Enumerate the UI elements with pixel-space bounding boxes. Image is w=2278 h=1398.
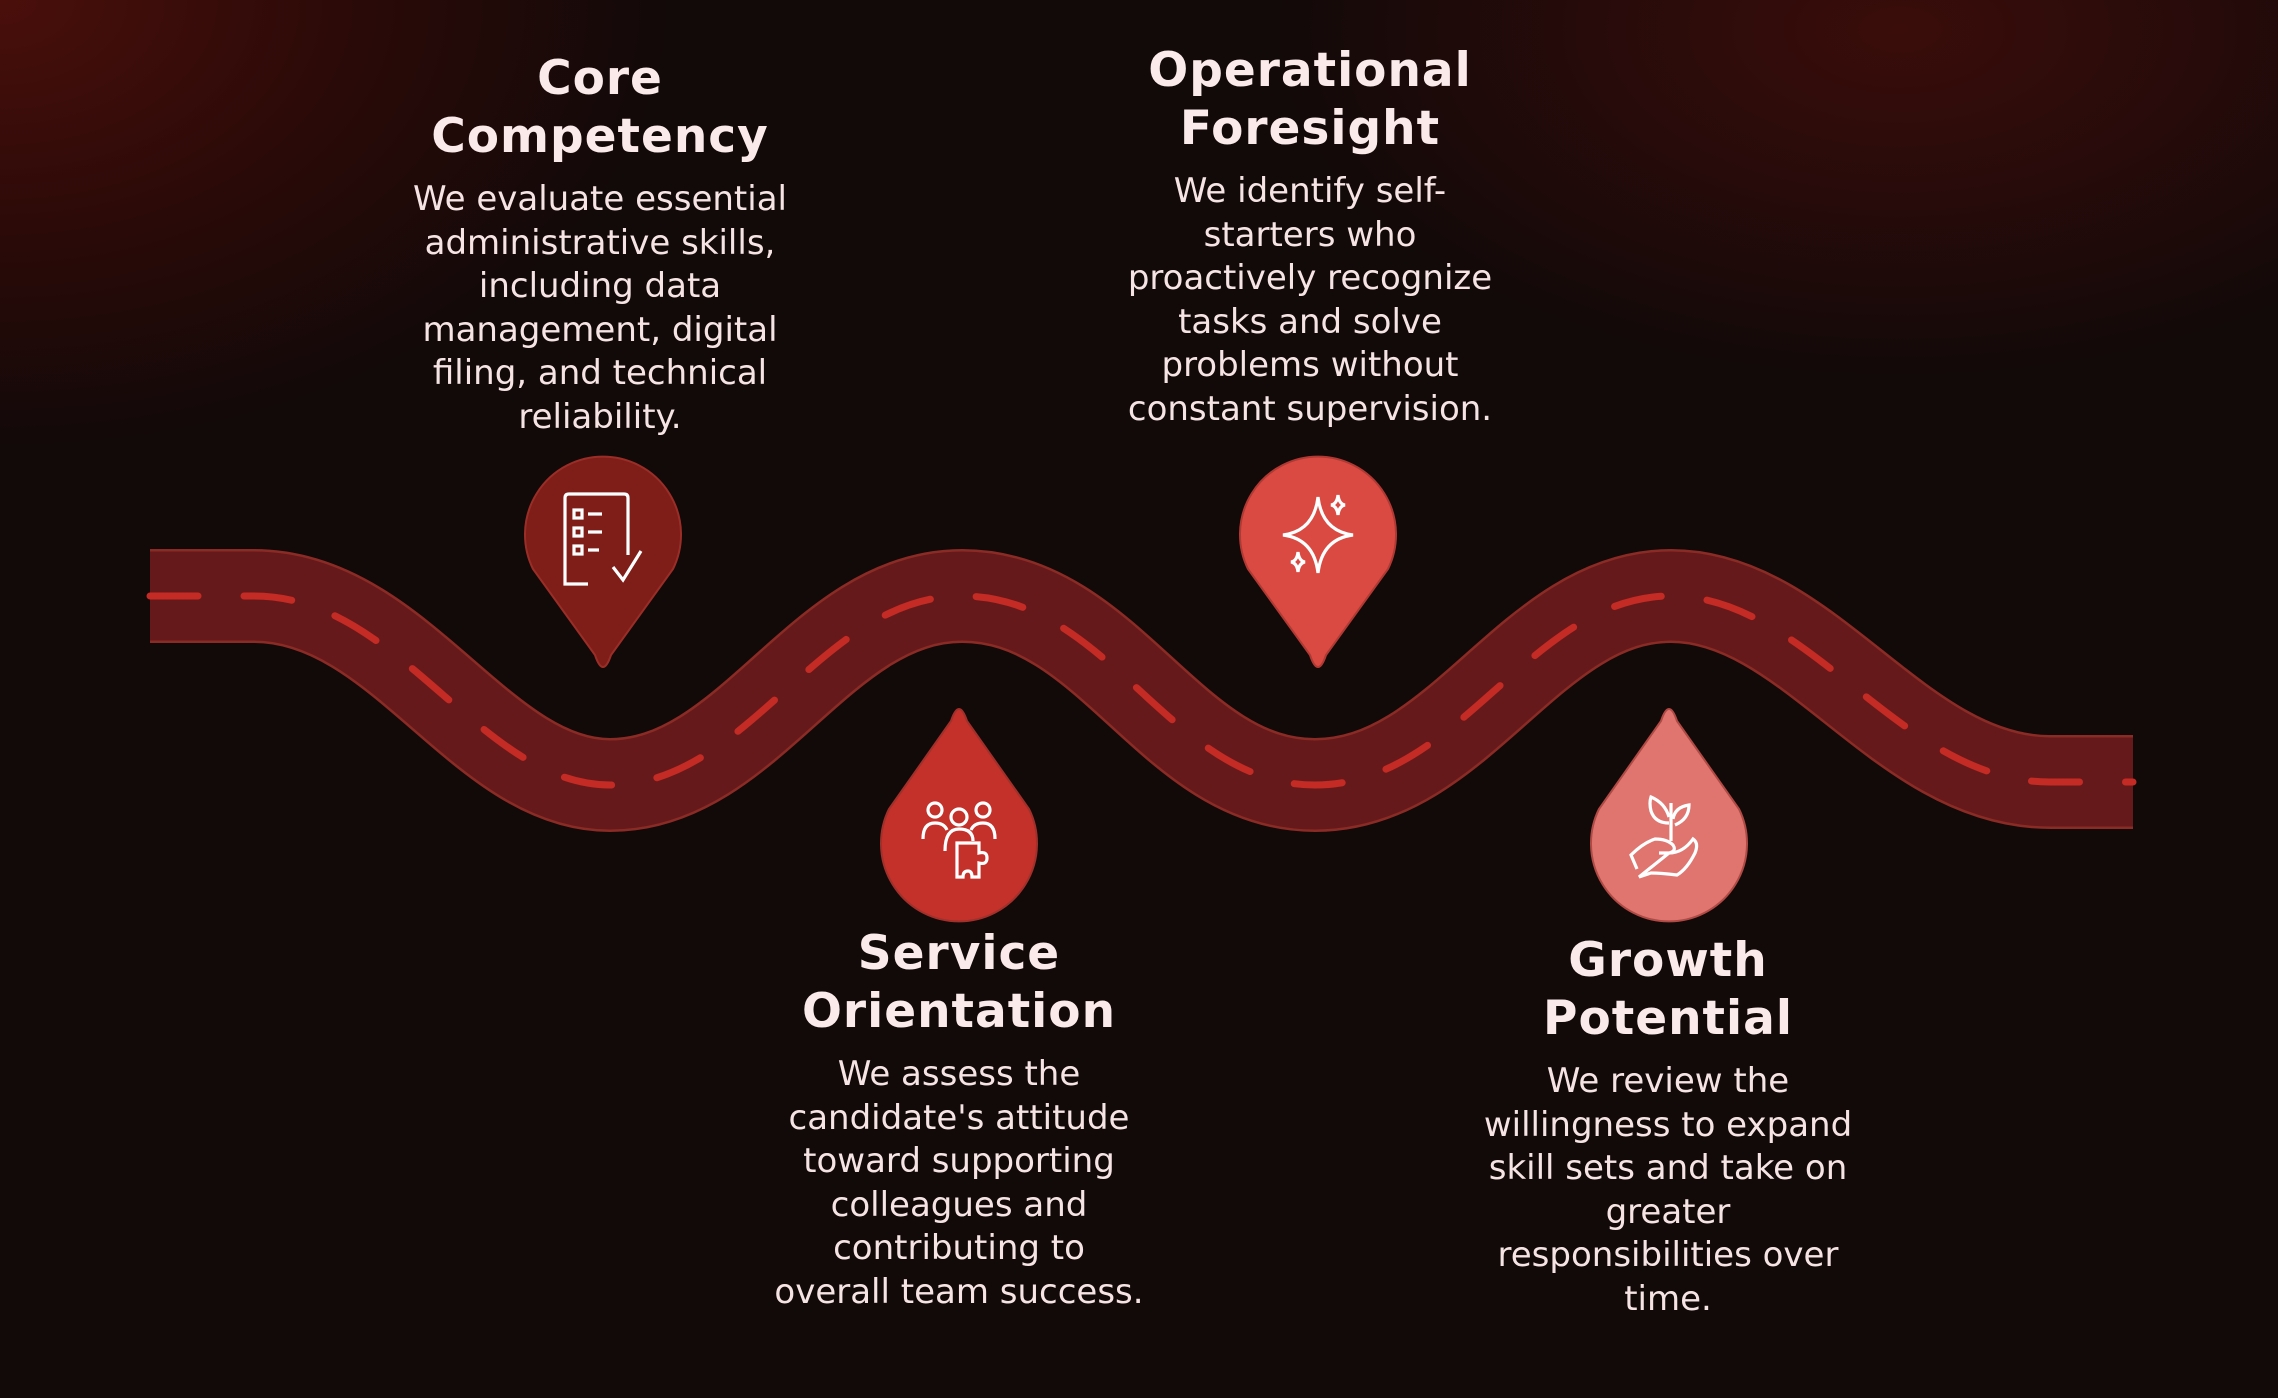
step-growth-potential: Growth Potential We review the willingne… <box>1458 932 1878 1322</box>
body-line: including data <box>478 266 722 307</box>
title-line: Operational <box>1148 43 1472 98</box>
title-line: Service <box>857 926 1061 981</box>
body-line: We identify self- <box>1173 171 1447 211</box>
pin-core-competency <box>524 455 682 669</box>
step-operational-foresight: Operational Foresight We identify self- … <box>1100 42 1520 432</box>
body-line: toward supporting <box>803 1141 1115 1182</box>
title-line: Growth <box>1568 933 1768 988</box>
step-description: We evaluate essential administrative ski… <box>390 178 810 440</box>
step-title: Growth Potential <box>1458 932 1878 1048</box>
body-line: contributing to <box>833 1228 1085 1269</box>
step-title: Service Orientation <box>749 925 1169 1041</box>
body-line: colleagues and <box>830 1184 1088 1225</box>
body-line: management, digital <box>422 309 778 350</box>
body-line: filing, and technical <box>432 353 768 394</box>
body-line: We assess the <box>837 1054 1081 1094</box>
step-title: Operational Foresight <box>1100 42 1520 158</box>
body-line: We review the <box>1546 1061 1790 1101</box>
body-line: skill sets and take on <box>1488 1148 1848 1189</box>
step-service-orientation: Service Orientation We assess the candid… <box>749 925 1169 1315</box>
body-line: willingness to expand <box>1483 1104 1853 1145</box>
body-line: administrative skills, <box>424 222 776 263</box>
pin-service-orientation <box>880 707 1038 923</box>
step-title: Core Competency <box>390 50 810 166</box>
body-line: responsibilities over <box>1497 1235 1839 1276</box>
sparkle-icon <box>1282 494 1354 574</box>
body-line: starters who <box>1203 214 1417 255</box>
step-description: We assess the candidate's attitude towar… <box>749 1053 1169 1315</box>
title-line: Potential <box>1543 991 1793 1046</box>
body-line: reliability. <box>518 396 682 437</box>
pin-operational-foresight <box>1239 455 1397 669</box>
body-line: greater <box>1605 1191 1731 1232</box>
plant-hand-icon <box>1629 794 1699 879</box>
road-center-dashes <box>146 592 2137 789</box>
body-line: proactively recognize <box>1127 258 1493 299</box>
step-core-competency: Core Competency We evaluate essential ad… <box>390 50 810 440</box>
step-description: We identify self- starters who proactive… <box>1100 170 1520 432</box>
title-line: Foresight <box>1179 101 1441 156</box>
title-line: Core <box>537 51 663 106</box>
body-line: candidate's attitude <box>788 1097 1130 1138</box>
body-line: time. <box>1624 1278 1712 1319</box>
body-line: overall team success. <box>774 1271 1144 1312</box>
body-line: We evaluate essential <box>413 179 787 219</box>
pin-growth-potential <box>1590 707 1748 923</box>
body-line: problems without <box>1161 345 1459 386</box>
title-line: Competency <box>431 109 769 164</box>
team-puzzle-icon <box>921 801 997 879</box>
step-description: We review the willingness to expand skil… <box>1458 1060 1878 1322</box>
title-line: Orientation <box>801 984 1117 1039</box>
body-line: constant supervision. <box>1127 388 1493 429</box>
body-line: tasks and solve <box>1178 301 1442 342</box>
checklist-icon <box>563 492 643 586</box>
